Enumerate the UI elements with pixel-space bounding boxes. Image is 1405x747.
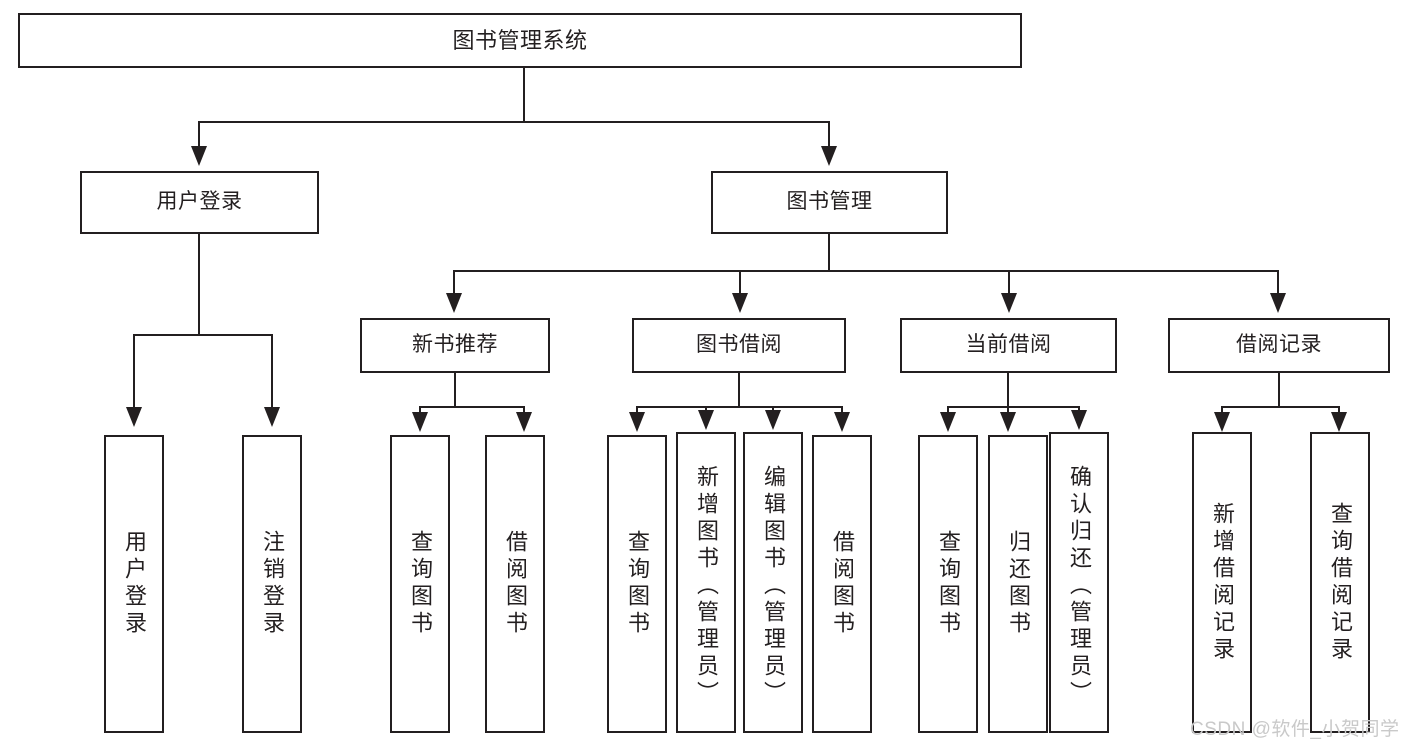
node-book-management[interactable]: 图书管理 — [711, 171, 948, 234]
leaf-borrow-edit-book[interactable]: 编辑图书（管理员） — [743, 432, 803, 733]
connector-borrow-bar — [636, 406, 843, 408]
node-label: 注销登录 — [260, 530, 285, 638]
node-user-login[interactable]: 用户登录 — [80, 171, 319, 234]
arrow-login-to-user-login — [126, 407, 142, 427]
node-label: 图书管理系统 — [452, 27, 588, 53]
connector-root-to-login — [198, 121, 200, 149]
leaf-borrow-query-book[interactable]: 查询图书 — [607, 435, 667, 733]
leaf-current-confirm-return[interactable]: 确认归还（管理员） — [1049, 432, 1109, 733]
connector-current-b — [1007, 406, 1009, 416]
connector-record-bar — [1221, 406, 1339, 408]
arrow-bookmgmt-to-borrow — [732, 293, 748, 313]
connector-newbook-left — [419, 406, 421, 416]
node-label: 查询图书 — [625, 530, 650, 638]
node-label: 用户登录 — [122, 530, 147, 638]
connector-login-stem — [198, 234, 200, 335]
arrow-borrow-to-query — [629, 412, 645, 432]
connector-bookmgmt-to-newbook — [453, 270, 455, 295]
connector-root-stem — [523, 68, 525, 122]
arrow-borrow-to-edit — [765, 410, 781, 430]
connector-newbook-right — [523, 406, 525, 416]
leaf-newbook-query-book[interactable]: 查询图书 — [390, 435, 450, 733]
connector-borrow-d — [841, 406, 843, 416]
node-label: 当前借阅 — [965, 333, 1052, 357]
connector-current-bar — [947, 406, 1079, 408]
node-label: 编辑图书（管理员） — [761, 465, 786, 708]
leaf-current-return-book[interactable]: 归还图书 — [988, 435, 1048, 733]
connector-root-bar — [198, 121, 830, 123]
node-label: 新增图书（管理员） — [694, 465, 719, 708]
node-label: 查询图书 — [408, 530, 433, 638]
arrow-login-to-logout — [264, 407, 280, 427]
connector-record-right — [1338, 406, 1340, 416]
connector-root-to-bookmgmt — [828, 121, 830, 149]
node-label: 新书推荐 — [412, 333, 498, 357]
arrow-root-to-bookmgmt — [821, 146, 837, 166]
connector-borrow-a — [636, 406, 638, 416]
leaf-borrow-lend-book[interactable]: 借阅图书 — [812, 435, 872, 733]
connector-bookmgmt-to-record — [1277, 270, 1279, 295]
connector-bookmgmt-stem — [828, 234, 830, 271]
node-label: 借阅记录 — [1236, 333, 1322, 357]
arrow-current-to-query — [940, 412, 956, 432]
node-label: 确认归还（管理员） — [1067, 465, 1092, 708]
node-label: 图书借阅 — [696, 333, 782, 357]
arrow-record-to-query — [1331, 412, 1347, 432]
connector-login-right — [271, 334, 273, 409]
leaf-record-query-record[interactable]: 查询借阅记录 — [1310, 432, 1370, 733]
arrow-newbook-to-query — [412, 412, 428, 432]
connector-current-stem — [1007, 373, 1009, 407]
arrow-borrow-to-lend — [834, 412, 850, 432]
connector-newbook-stem — [454, 373, 456, 407]
node-label: 用户登录 — [156, 190, 243, 214]
leaf-user-login[interactable]: 用户登录 — [104, 435, 164, 733]
node-label: 借阅图书 — [830, 530, 855, 638]
node-book-borrow[interactable]: 图书借阅 — [632, 318, 846, 373]
node-label: 借阅图书 — [503, 530, 528, 638]
leaf-newbook-borrow-book[interactable]: 借阅图书 — [485, 435, 545, 733]
node-label: 归还图书 — [1006, 530, 1031, 638]
node-label: 查询图书 — [936, 530, 961, 638]
connector-record-left — [1221, 406, 1223, 416]
leaf-record-add-record[interactable]: 新增借阅记录 — [1192, 432, 1252, 733]
node-current-borrow[interactable]: 当前借阅 — [900, 318, 1117, 373]
arrow-borrow-to-add — [698, 410, 714, 430]
arrow-current-to-return — [1000, 412, 1016, 432]
connector-current-a — [947, 406, 949, 416]
arrow-root-to-login — [191, 146, 207, 166]
node-root-system[interactable]: 图书管理系统 — [18, 13, 1022, 68]
connector-record-stem — [1278, 373, 1280, 407]
node-label: 查询借阅记录 — [1328, 501, 1353, 664]
connector-bookmgmt-to-borrow — [739, 270, 741, 295]
node-borrow-record[interactable]: 借阅记录 — [1168, 318, 1390, 373]
node-label: 图书管理 — [786, 190, 873, 214]
connector-bookmgmt-to-current — [1008, 270, 1010, 295]
arrow-bookmgmt-to-current — [1001, 293, 1017, 313]
arrow-record-to-add — [1214, 412, 1230, 432]
leaf-logout[interactable]: 注销登录 — [242, 435, 302, 733]
connector-login-left — [133, 334, 135, 409]
arrow-current-to-confirm — [1071, 410, 1087, 430]
node-new-book-recommend[interactable]: 新书推荐 — [360, 318, 550, 373]
connector-newbook-bar — [419, 406, 524, 408]
arrow-newbook-to-borrow — [516, 412, 532, 432]
connector-borrow-stem — [738, 373, 740, 407]
arrow-bookmgmt-to-record — [1270, 293, 1286, 313]
connector-login-bar — [133, 334, 272, 336]
node-label: 新增借阅记录 — [1210, 501, 1235, 664]
leaf-current-query-book[interactable]: 查询图书 — [918, 435, 978, 733]
connector-bookmgmt-bar — [453, 270, 1279, 272]
leaf-borrow-add-book[interactable]: 新增图书（管理员） — [676, 432, 736, 733]
arrow-bookmgmt-to-newbook — [446, 293, 462, 313]
